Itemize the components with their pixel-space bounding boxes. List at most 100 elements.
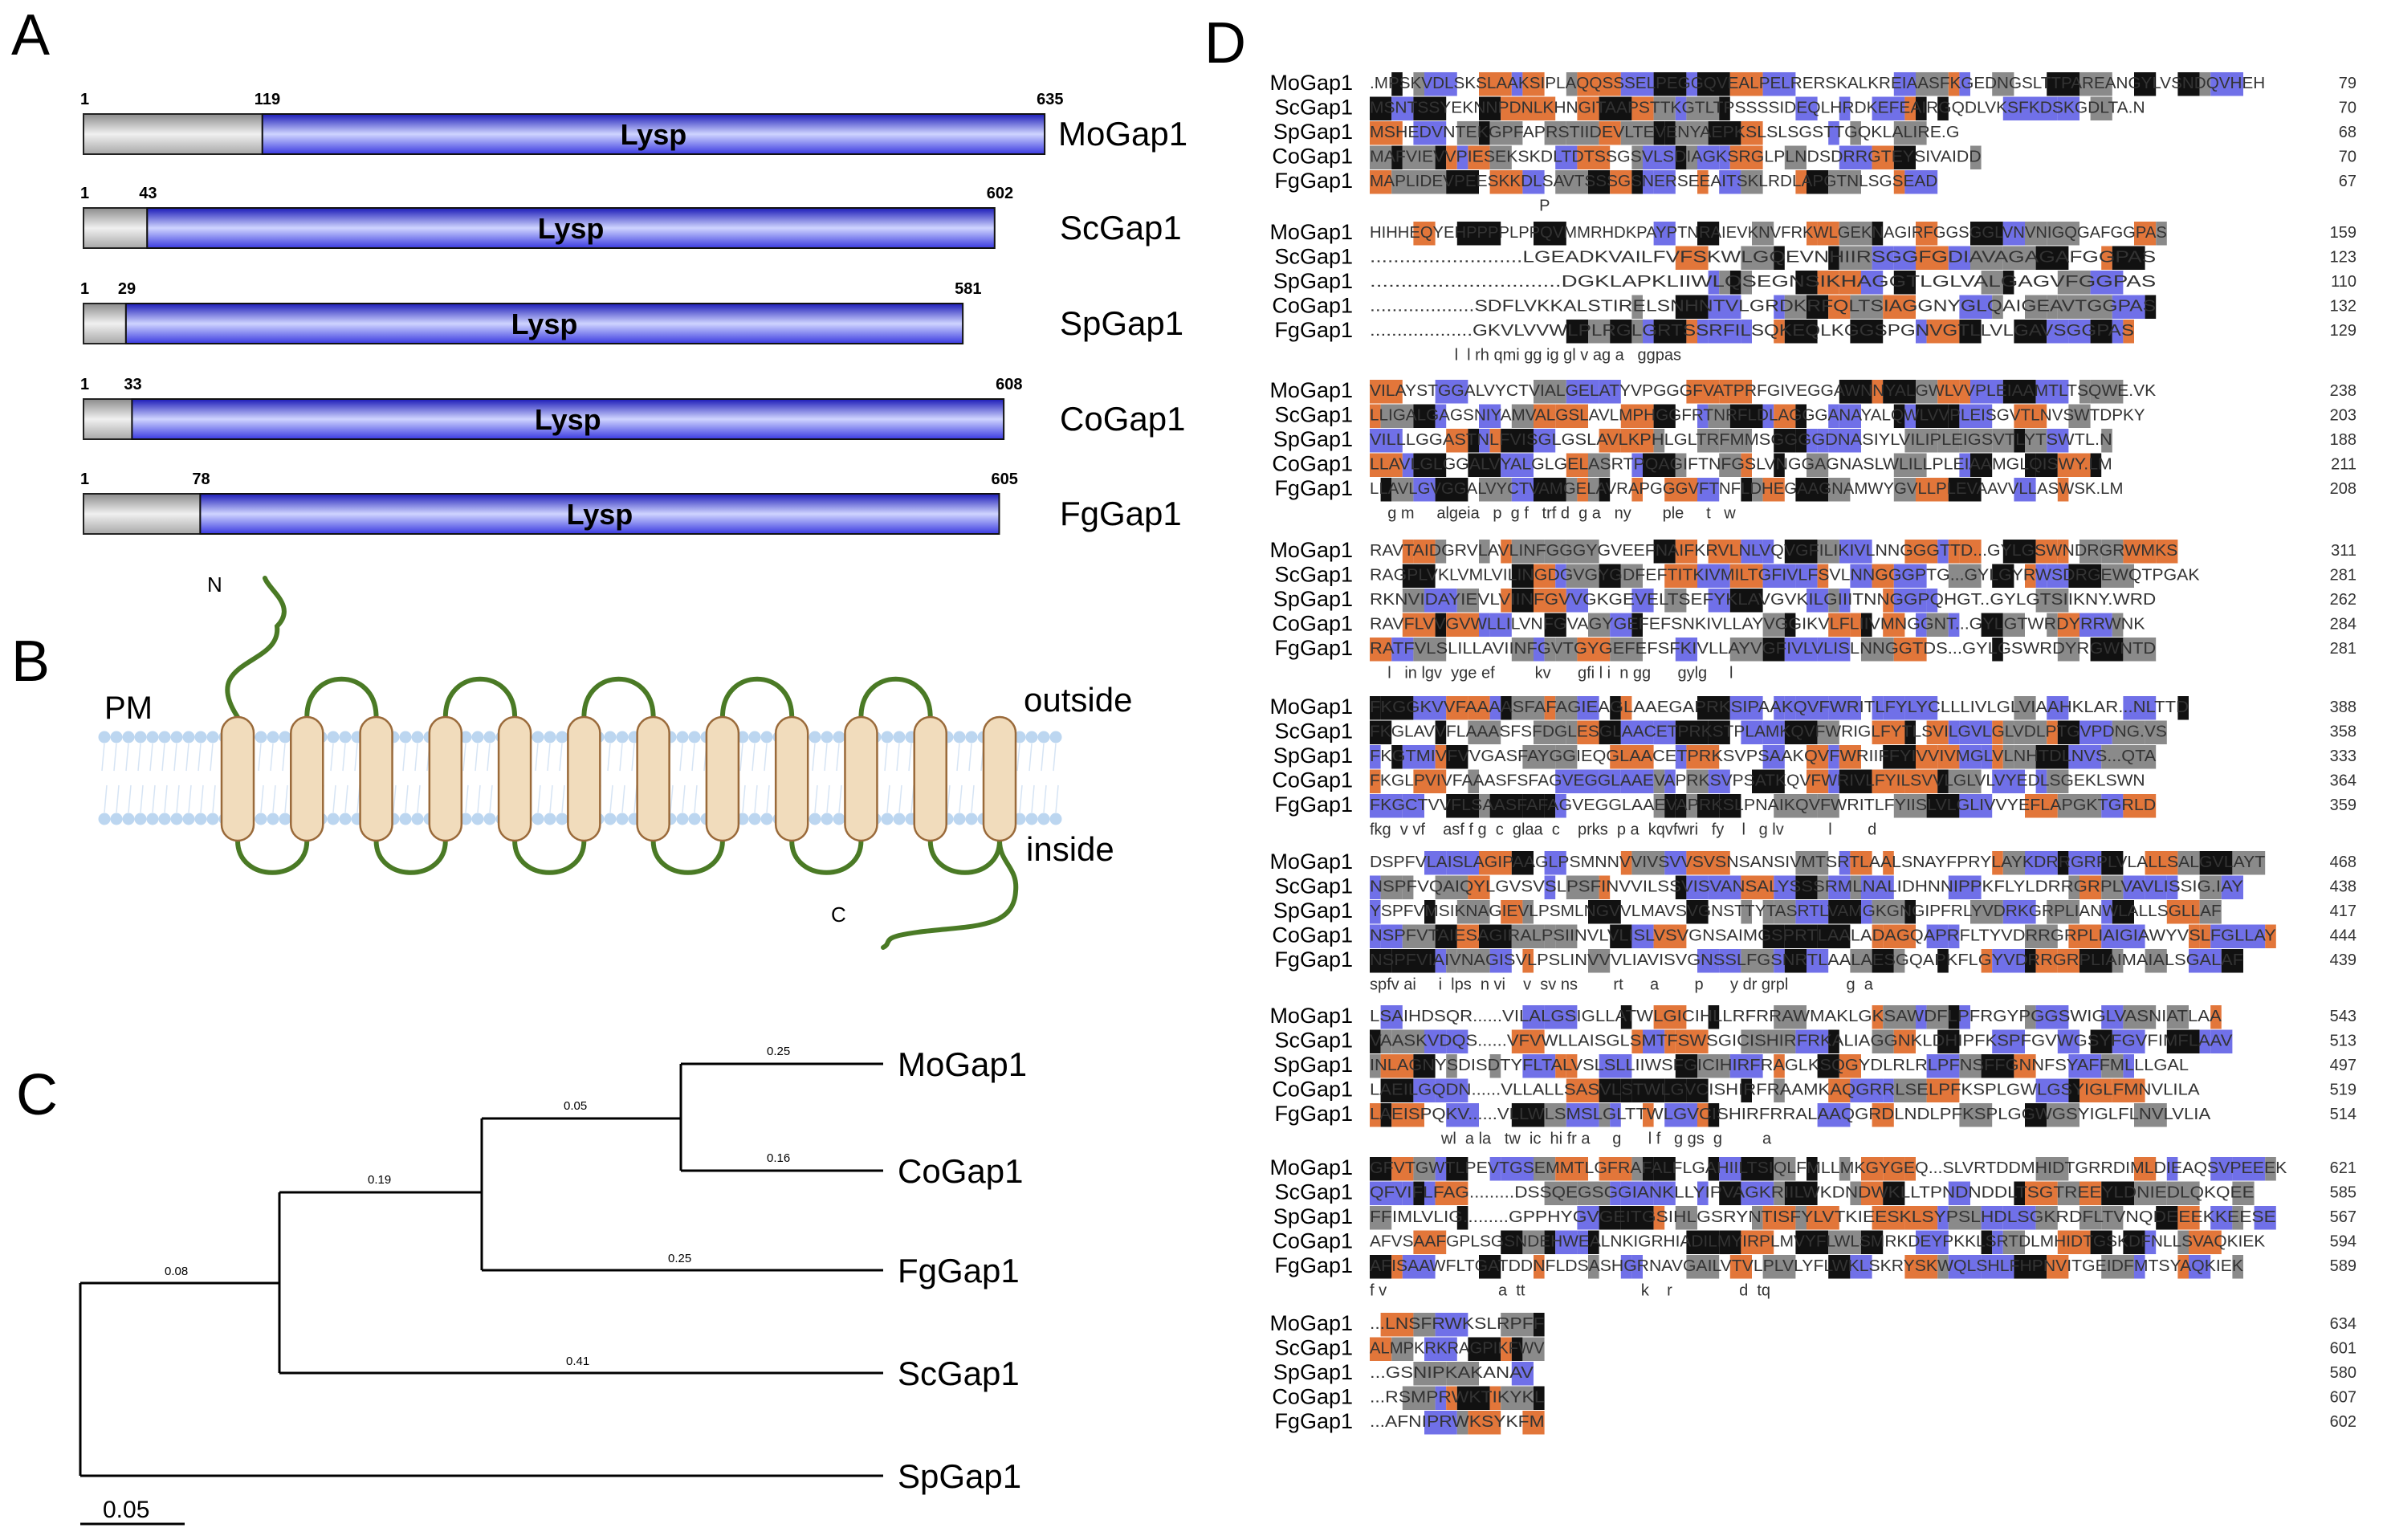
residue-shading <box>1697 222 1720 246</box>
residue-shading <box>1566 1103 1588 1127</box>
residue-shading <box>1643 170 1654 194</box>
residue-shading <box>1708 540 1741 564</box>
residue-shading <box>1456 121 1479 145</box>
residue-shading <box>1599 1103 1611 1127</box>
residue-shading <box>1774 900 1796 924</box>
residue-shading <box>1937 540 1949 564</box>
sequence-name: ScGap1 <box>1274 563 1353 587</box>
residue-shading <box>1370 875 1381 899</box>
residue-shading <box>1664 121 1676 145</box>
residue-shading <box>1774 1054 1785 1078</box>
residue-shading <box>1741 875 1774 899</box>
residue-shading <box>1555 769 1588 793</box>
residue-shading <box>1904 769 1938 793</box>
lipid-tail <box>1053 743 1057 772</box>
lipid-tail <box>332 784 336 813</box>
residue-shading <box>1643 453 1676 477</box>
residue-shading <box>2025 1005 2036 1029</box>
residue-shading <box>1762 924 1785 948</box>
lipid-tail <box>185 743 189 772</box>
residue-shading <box>1774 1157 1796 1181</box>
residue-shading <box>1446 1362 1479 1386</box>
residue-shading <box>1402 1255 1436 1279</box>
residue-shading <box>1653 1181 1676 1205</box>
residue-shading <box>2199 72 2211 96</box>
lipid-head <box>194 813 207 825</box>
residue-shading <box>1643 745 1654 769</box>
residue-shading <box>2079 295 2112 319</box>
residue-shading <box>1456 949 1490 973</box>
residue-shading <box>2145 295 2157 319</box>
lipid-head <box>532 731 544 744</box>
residue-shading <box>2090 271 2124 295</box>
sequence-name: FgGap1 <box>1274 476 1353 500</box>
residue-shading <box>1643 1029 1665 1053</box>
residue-shading <box>1741 1029 1763 1053</box>
residue-shading <box>1828 121 1839 145</box>
residue-shading <box>1534 589 1566 613</box>
residue-shading <box>1839 271 1861 295</box>
residue-shading <box>1534 1313 1545 1337</box>
residue-shading <box>1413 1230 1447 1254</box>
residue-shading <box>1741 1181 1774 1205</box>
lipid-tail <box>814 784 818 813</box>
residue-shading <box>1774 453 1785 477</box>
residue-shading <box>1774 320 1785 344</box>
residue-shading <box>1817 429 1829 453</box>
residue-shading <box>1839 1054 1861 1078</box>
residue-shading <box>2166 1029 2200 1053</box>
residue-shading <box>1741 900 1752 924</box>
residue-shading <box>1959 72 1970 96</box>
residue-shading <box>1839 96 1851 120</box>
residue-shading <box>1970 900 2003 924</box>
residue-shading <box>2101 875 2124 899</box>
lipid-head <box>821 731 833 744</box>
residue-shading <box>1741 121 1763 145</box>
residue-shading <box>2101 1054 2124 1078</box>
membrane-label: PM <box>104 691 153 726</box>
residue-shading <box>1631 589 1654 613</box>
sequence-row: QFVIFLFAG.........DSSQEGSGGIANKLLYIPVAGK… <box>1370 1184 2255 1202</box>
residue-shading <box>1795 271 1818 295</box>
residue-shading <box>1762 1255 1796 1279</box>
residue-shading <box>2177 696 2189 720</box>
residue-shading <box>1795 1029 1829 1053</box>
residue-shading <box>1697 1054 1730 1078</box>
row-end-position: 188 <box>2330 431 2356 449</box>
residue-shading <box>2112 900 2134 924</box>
residue-shading <box>2112 1078 2145 1102</box>
residue-shading <box>1511 478 1534 502</box>
lipid-tail <box>766 784 770 813</box>
lipid-tail <box>164 784 168 813</box>
residue-shading <box>1370 794 1403 818</box>
residue-shading <box>2025 453 2036 477</box>
residue-shading <box>1784 949 1807 973</box>
residue-shading <box>2057 638 2079 662</box>
residue-shading <box>1544 924 1556 948</box>
lipid-head <box>411 813 424 825</box>
residue-shading <box>1795 564 1818 588</box>
sequence-row: FFIMLVLIG.........GPPHYGVGEITGSIHLGSRYNT… <box>1370 1208 2276 1226</box>
row-end-position: 602 <box>2330 1413 2356 1431</box>
lipid-head <box>616 813 629 825</box>
intracellular-loop <box>927 838 1002 875</box>
residue-shading <box>2035 246 2069 270</box>
residue-shading <box>1686 1230 1720 1254</box>
residue-shading <box>1391 638 1414 662</box>
residue-shading <box>1959 1005 1970 1029</box>
residue-shading <box>1893 170 1905 194</box>
sequence-name: ScGap1 <box>1274 96 1353 120</box>
residue-shading <box>1904 1255 1938 1279</box>
residue-shading <box>1872 246 1894 270</box>
residue-shading <box>1479 429 1490 453</box>
residue-shading <box>1501 1386 1534 1410</box>
residue-shading <box>1577 720 1599 744</box>
residue-shading <box>1784 720 1818 744</box>
residue-shading <box>1380 1103 1392 1127</box>
residue-shading <box>1817 794 1839 818</box>
residue-shading <box>1883 696 1905 720</box>
residue-shading <box>2047 720 2058 744</box>
residue-shading <box>1413 1313 1436 1337</box>
residue-shading <box>1839 769 1872 793</box>
